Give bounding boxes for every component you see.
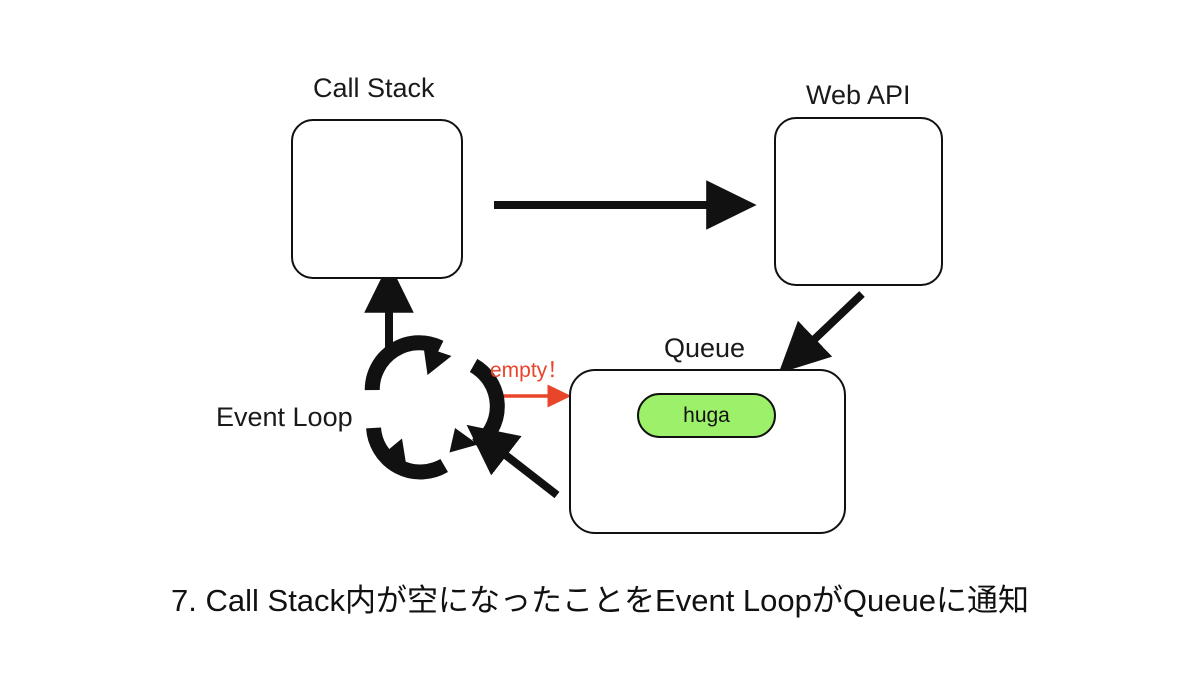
web-api-box[interactable] — [774, 117, 943, 286]
call-stack-box[interactable] — [291, 119, 463, 279]
circular-loop-icon — [364, 335, 505, 480]
empty-notice-label: empty！ — [490, 359, 569, 382]
caption: 7. Call Stack内が空になったことをEvent LoopがQueueに… — [171, 583, 1029, 618]
call-stack-label: Call Stack — [313, 73, 435, 103]
queue-item-huga[interactable]: huga — [637, 393, 776, 438]
queue-label: Queue — [664, 333, 746, 363]
event-loop-label: Event Loop — [216, 402, 353, 432]
arrow-web-api-to-queue — [778, 291, 865, 374]
arrow-queue-to-event-loop — [466, 424, 560, 499]
web-api-label: Web API — [806, 80, 911, 110]
queue-item-huga-label: huga — [683, 404, 730, 427]
